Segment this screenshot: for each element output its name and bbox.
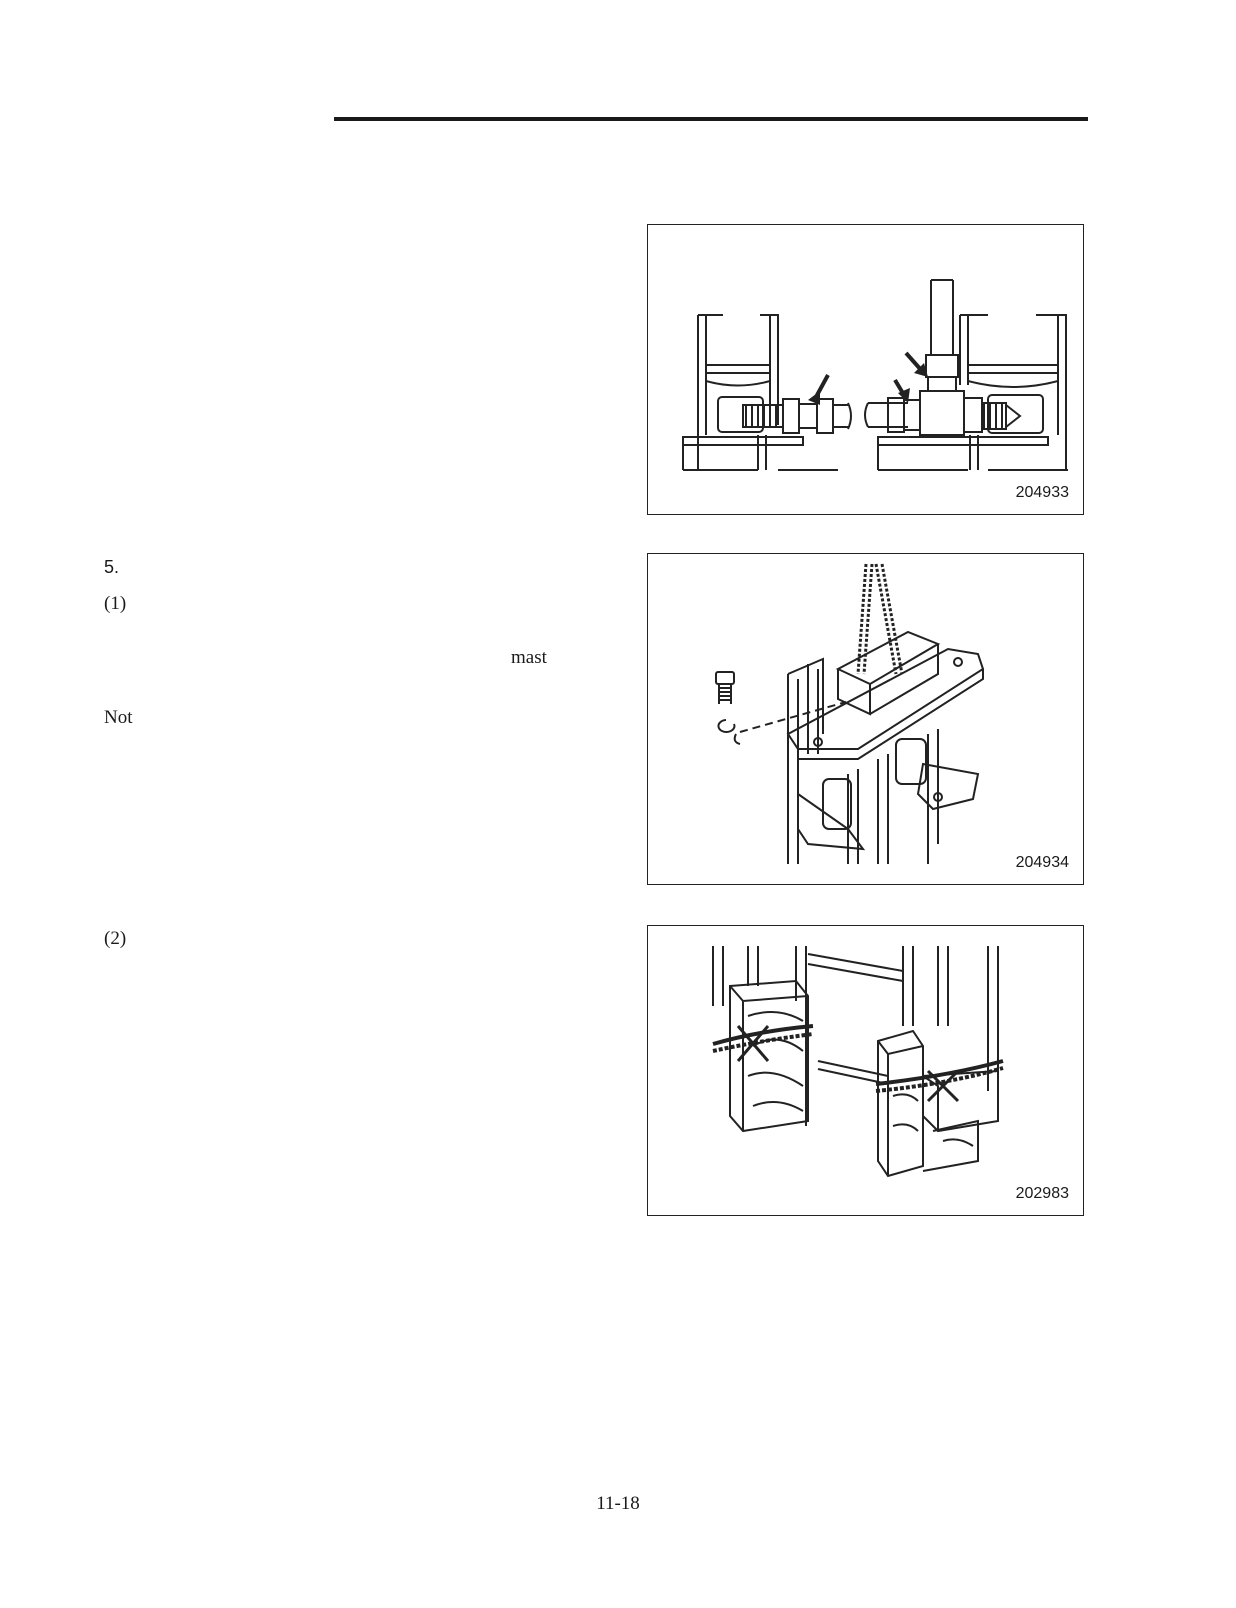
substep-number: (1) xyxy=(104,593,127,614)
note-label: Not xyxy=(104,708,133,727)
figure-number: 204933 xyxy=(1015,484,1069,501)
figure-hose-fittings: 204933 xyxy=(647,224,1084,515)
substep-number: (2) xyxy=(104,928,127,949)
figure-mast-blocks: 202983 xyxy=(647,925,1084,1216)
hose-fittings-illustration xyxy=(682,279,1068,471)
mast-top-illustration xyxy=(715,563,985,864)
figure-mast-top: 204934 xyxy=(647,553,1084,885)
header-rule xyxy=(334,117,1088,121)
page-number: 11-18 xyxy=(596,1493,640,1514)
mast-blocks-illustration xyxy=(712,946,1004,1178)
figure-number: 202983 xyxy=(1015,1185,1069,1202)
figure-number: 204934 xyxy=(1015,854,1069,871)
body-text-fragment: mast xyxy=(511,647,547,668)
step-number: 5. xyxy=(104,557,120,577)
